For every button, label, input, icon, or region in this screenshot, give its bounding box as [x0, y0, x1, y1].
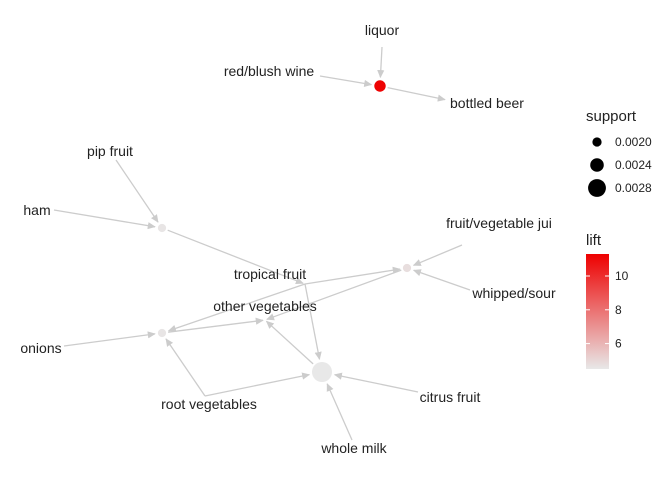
edge-r1-to-bottled_beer [387, 86, 446, 102]
edge-citrus_fruit-to-r5 [333, 372, 419, 393]
edge-tropical_fruit-to-r5 [304, 283, 322, 360]
edge-whole_milk-to-r5 [326, 383, 353, 441]
item-label-layer: liquor red/blush wine bottled beer pip f… [20, 22, 556, 456]
support-legend: support 0.0020 0.0024 0.0028 [586, 108, 652, 197]
edge-layer [53, 46, 471, 441]
item-label-whole-milk: whole milk [320, 440, 387, 456]
edge-tropical_fruit-to-r3 [304, 266, 401, 285]
lift-legend-ticks: 6 8 10 [586, 269, 629, 351]
edge-onions-to-r4 [63, 331, 156, 347]
item-label-tropical-fruit: tropical fruit [234, 266, 306, 282]
lift-tick-label: 10 [615, 269, 629, 283]
edge-red_blush_wine-to-r1 [319, 75, 373, 87]
lift-colorbar [586, 254, 609, 369]
edge-tropical_fruit-to-r4 [167, 283, 306, 332]
support-legend-dot [590, 158, 604, 172]
edge-whipped_sour-to-r3 [412, 269, 471, 291]
item-label-pip-fruit: pip fruit [87, 143, 133, 159]
edge-ham-to-r2 [53, 209, 156, 230]
support-legend-dot [592, 137, 602, 147]
edge-pip_fruit-to-r2 [115, 159, 159, 223]
rule-node-r2 [157, 223, 167, 233]
item-label-citrus-fruit: citrus fruit [420, 389, 481, 405]
item-label-root-vegetables: root vegetables [161, 396, 257, 412]
rule-node-layer [157, 80, 412, 382]
edge-r5-to-other_vegetables [265, 320, 314, 365]
support-legend-label: 0.0024 [615, 158, 652, 172]
support-legend-dot [588, 179, 606, 197]
support-legend-title: support [586, 108, 637, 125]
item-label-ham: ham [23, 202, 50, 218]
item-label-fruit-vegetable-juice: fruit/vegetable jui [446, 215, 552, 231]
edge-r2-to-tropical_fruit [167, 229, 304, 285]
support-legend-label: 0.0020 [615, 135, 652, 149]
item-label-onions: onions [20, 340, 61, 356]
rule-node-r3 [402, 263, 412, 273]
edge-root_vegetables-to-r5 [204, 372, 311, 397]
item-label-whipped-sour: whipped/sour [471, 285, 556, 301]
rule-node-r1 [374, 80, 386, 92]
item-label-other-vegetables: other vegetables [213, 298, 317, 314]
lift-tick-label: 6 [615, 337, 622, 351]
lift-tick-label: 8 [615, 303, 622, 317]
edge-root_vegetables-to-r4 [165, 338, 206, 397]
item-label-bottled-beer: bottled beer [450, 95, 524, 111]
rule-node-r4 [157, 328, 167, 338]
item-label-liquor: liquor [365, 22, 400, 38]
lift-legend: lift 6 8 10 [586, 232, 629, 369]
rule-node-r5 [312, 362, 332, 382]
support-legend-label: 0.0028 [615, 181, 652, 195]
lift-legend-title: lift [586, 232, 602, 249]
item-label-red-blush-wine: red/blush wine [224, 63, 314, 79]
edge-liquor-to-r1 [377, 46, 385, 79]
edge-fruit_vegetable_juice-to-r3 [412, 244, 463, 266]
edge-r4-to-other_vegetables [168, 317, 264, 333]
support-legend-entries: 0.0020 0.0024 0.0028 [588, 135, 652, 197]
edge-r3-to-other_vegetables [266, 269, 402, 321]
